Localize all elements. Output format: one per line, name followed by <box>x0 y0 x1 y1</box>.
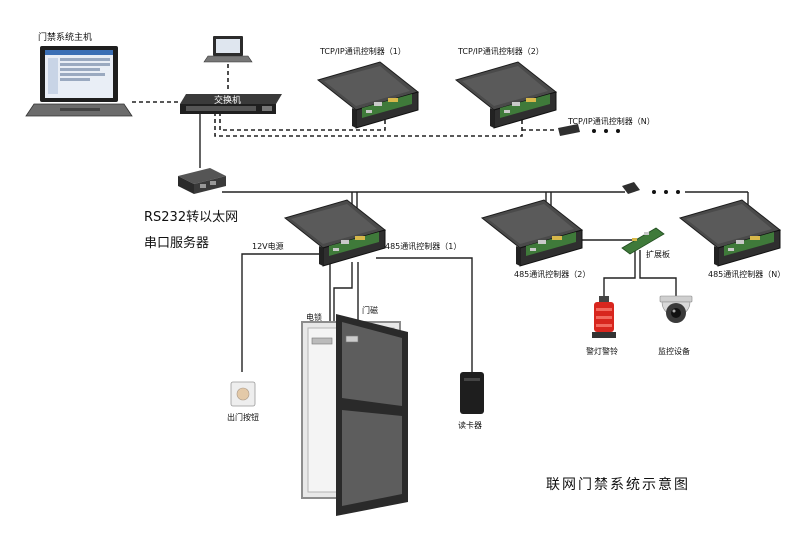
wire-ctrl1-reader <box>376 257 473 372</box>
camera-label: 监控设备 <box>658 346 690 356</box>
controller-box-icon <box>679 199 781 267</box>
exit-button-device: 出门按钮 <box>227 381 259 422</box>
controller-box-icon <box>558 124 580 136</box>
wire-switch-tcp1 <box>219 112 386 131</box>
controller-box-icon <box>455 61 557 129</box>
camera-device: 监控设备 <box>658 295 693 356</box>
expansion-board-icon <box>621 227 665 255</box>
host-laptop: 门禁系统主机 <box>25 31 133 117</box>
ellipsis-dot <box>676 190 680 194</box>
serial-server-label: 串口服务器 <box>144 235 209 251</box>
controller-box-icon <box>317 61 419 129</box>
rs485-controller-1: 12V电源 485通讯控制器（1） <box>252 199 461 267</box>
wire-switch-tcp2 <box>214 112 523 137</box>
power-label: 12V电源 <box>252 241 284 251</box>
camera-icon <box>659 295 693 323</box>
alarm-device: 警灯警铃 <box>586 296 618 356</box>
ellipsis-dot <box>604 129 608 133</box>
rs232-label: RS232转以太网 <box>144 210 238 225</box>
alarm-label: 警灯警铃 <box>586 346 618 356</box>
serial-server: RS232转以太网 串口服务器 <box>144 168 238 251</box>
c485-n-label: 485通讯控制器（N） <box>708 269 785 279</box>
switch: 交换机 <box>180 94 282 114</box>
card-reader-label: 读卡器 <box>458 420 482 430</box>
c485-1-label: 485通讯控制器（1） <box>385 241 461 251</box>
serial-server-icon <box>178 168 226 194</box>
rs485-controller-n: 485通讯控制器（N） <box>622 182 785 279</box>
controller-box-icon <box>481 199 583 267</box>
lock-label: 电锁 <box>306 312 322 322</box>
expansion-label: 扩展板 <box>646 249 670 259</box>
expansion-board: 扩展板 <box>621 227 670 259</box>
wire-expansion-camera <box>639 250 677 296</box>
laptop-icon <box>25 46 133 117</box>
tcpn-label: TCP/IP通讯控制器（N） <box>567 116 655 126</box>
computer-icon <box>203 36 253 63</box>
rs485-controller-2: 485通讯控制器（2） <box>481 199 590 279</box>
ellipsis-dot <box>616 129 620 133</box>
ellipsis-dot <box>664 190 668 194</box>
ellipsis-dot <box>592 129 596 133</box>
card-reader-icon <box>460 372 484 414</box>
tcp-controller-2: TCP/IP通讯控制器（2） <box>455 46 557 129</box>
door-sensor-label: 门磁 <box>362 305 378 315</box>
wire-power-exit <box>241 253 326 372</box>
wire-ctrl1-lock2 <box>333 262 353 336</box>
card-reader-device: 读卡器 <box>458 372 484 430</box>
alarm-icon <box>592 296 616 338</box>
tcp-controller-n: TCP/IP通讯控制器（N） <box>558 116 655 136</box>
exit-button-icon <box>230 381 256 407</box>
controller-box-icon <box>284 199 386 267</box>
switch-icon <box>180 94 282 114</box>
tcp1-label: TCP/IP通讯控制器（1） <box>319 46 406 56</box>
wire-expansion-alarm <box>603 250 636 298</box>
controller-box-icon <box>622 182 640 194</box>
tcp-controller-1: TCP/IP通讯控制器（1） <box>317 46 419 129</box>
host-label: 门禁系统主机 <box>38 31 92 43</box>
c485-2-label: 485通讯控制器（2） <box>514 269 590 279</box>
door: 电锁 门磁 <box>301 305 408 516</box>
tcp2-label: TCP/IP通讯控制器（2） <box>457 46 544 56</box>
ellipsis-dot <box>652 190 656 194</box>
exit-button-label: 出门按钮 <box>227 412 259 422</box>
switch-label: 交换机 <box>214 94 241 106</box>
door-icon <box>301 314 408 516</box>
diagram-title: 联网门禁系统示意图 <box>546 476 690 493</box>
